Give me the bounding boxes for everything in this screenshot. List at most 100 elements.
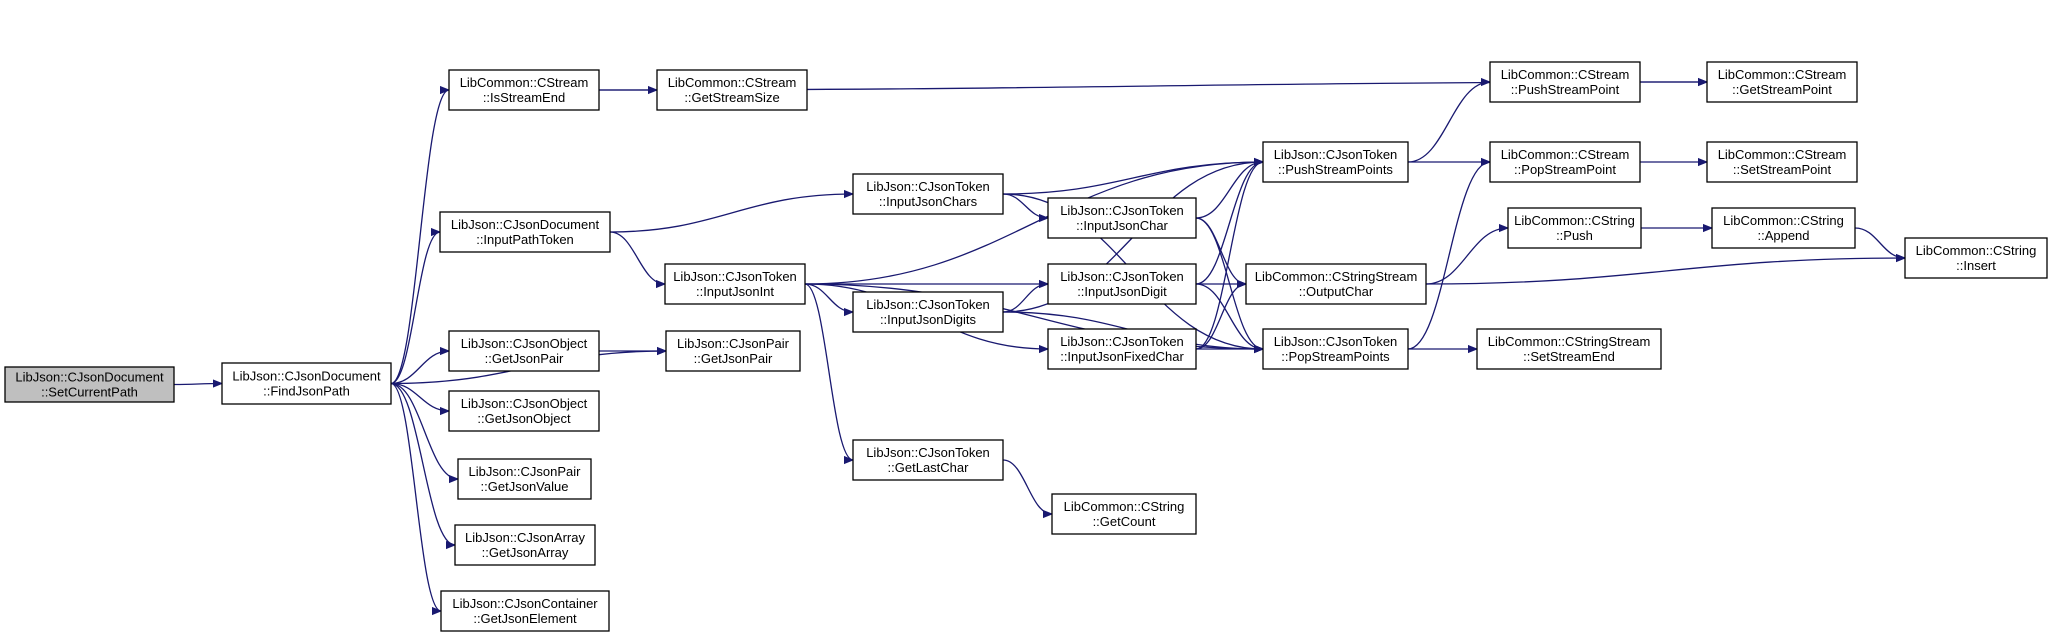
edge-string_append-to-string_insert <box>1854 227 1906 258</box>
node-box <box>448 390 600 432</box>
edge-input_json_digits-to-input_json_digit <box>1002 284 1049 313</box>
node-box <box>440 590 610 632</box>
node-get_json_value[interactable]: LibJson::CJsonPair::GetJsonValue <box>457 458 592 500</box>
node-string_append[interactable]: LibCommon::CString::Append <box>1711 207 1856 249</box>
edge-output_char-to-string_insert <box>1425 258 1905 285</box>
node-label-method: ::GetJsonPair <box>694 351 773 366</box>
edge-find_json_path-to-get_json_value <box>390 382 459 480</box>
node-push_stream_points[interactable]: LibJson::CJsonToken::PushStreamPoints <box>1262 141 1409 183</box>
edge-input_json_digit-to-pop_stream_points <box>1195 283 1264 349</box>
node-pop_stream_points[interactable]: LibJson::CJsonToken::PopStreamPoints <box>1262 328 1409 370</box>
node-label-method: ::InputJsonDigit <box>1077 284 1167 299</box>
node-label-method: ::InputJsonDigits <box>880 312 977 327</box>
node-label-method: ::GetCount <box>1093 514 1156 529</box>
node-box <box>1476 328 1662 370</box>
node-label-class: LibCommon::CString <box>1723 213 1844 228</box>
edge-pop_stream_points-to-pop_stream_point <box>1407 162 1491 350</box>
node-is_stream_end[interactable]: LibCommon::CStream::IsStreamEnd <box>448 69 600 111</box>
node-box <box>664 263 806 305</box>
node-output_char[interactable]: LibCommon::CStringStream::OutputChar <box>1245 263 1427 305</box>
node-set_current_path[interactable]: LibJson::CJsonDocument::SetCurrentPath <box>4 366 175 403</box>
node-label-class: LibJson::CJsonObject <box>461 336 588 351</box>
node-box <box>1706 141 1858 183</box>
node-label-method: ::InputJsonFixedChar <box>1060 349 1184 364</box>
node-input_json_digit[interactable]: LibJson::CJsonToken::InputJsonDigit <box>1047 263 1197 305</box>
node-box <box>665 330 801 372</box>
node-set_stream_end[interactable]: LibCommon::CStringStream::SetStreamEnd <box>1476 328 1662 370</box>
node-box <box>1706 61 1858 103</box>
node-get_json_array[interactable]: LibJson::CJsonArray::GetJsonArray <box>454 524 596 566</box>
node-box <box>457 458 592 500</box>
edge-input_path_token-to-input_json_chars <box>609 194 853 233</box>
node-input_path_token[interactable]: LibJson::CJsonDocument::InputPathToken <box>439 211 611 253</box>
node-input_json_fixed_char[interactable]: LibJson::CJsonToken::InputJsonFixedChar <box>1047 328 1197 370</box>
edge-input_json_fixed_char-to-push_stream_points <box>1195 162 1264 350</box>
node-label-method: ::InputJsonChars <box>879 194 978 209</box>
edge-set_current_path-to-find_json_path <box>173 384 222 385</box>
node-box <box>1489 61 1641 103</box>
node-get_stream_size[interactable]: LibCommon::CStream::GetStreamSize <box>656 69 808 111</box>
node-box <box>1262 328 1409 370</box>
node-get_stream_point[interactable]: LibCommon::CStream::GetStreamPoint <box>1706 61 1858 103</box>
node-label-class: LibCommon::CStream <box>1718 67 1847 82</box>
node-box <box>1262 141 1409 183</box>
node-pair_get_json_pair[interactable]: LibJson::CJsonPair::GetJsonPair <box>665 330 801 372</box>
node-label-method: ::Push <box>1556 228 1593 243</box>
edge-find_json_path-to-get_json_object <box>390 382 449 412</box>
edge-input_json_digit-to-push_stream_points <box>1195 162 1264 285</box>
node-box <box>852 173 1004 215</box>
node-label-class: LibJson::CJsonDocument <box>232 369 381 384</box>
node-label-method: ::GetJsonPair <box>485 351 564 366</box>
nodes-layer: LibJson::CJsonDocument::SetCurrentPathLi… <box>4 61 2048 632</box>
node-input_json_digits[interactable]: LibJson::CJsonToken::InputJsonDigits <box>852 291 1004 333</box>
node-input_json_char[interactable]: LibJson::CJsonToken::InputJsonChar <box>1047 197 1197 239</box>
node-label-class: LibCommon::CString <box>1514 213 1635 228</box>
node-label-class: LibJson::CJsonToken <box>1274 334 1398 349</box>
node-label-class: LibJson::CJsonArray <box>465 530 585 545</box>
edge-input_json_chars-to-input_json_char <box>1002 193 1049 218</box>
node-label-class: LibCommon::CString <box>1064 499 1185 514</box>
edge-find_json_path-to-input_path_token <box>390 232 441 385</box>
node-input_json_int[interactable]: LibJson::CJsonToken::InputJsonInt <box>664 263 806 305</box>
node-box <box>454 524 596 566</box>
node-get_json_element[interactable]: LibJson::CJsonContainer::GetJsonElement <box>440 590 610 632</box>
node-get_json_object[interactable]: LibJson::CJsonObject::GetJsonObject <box>448 390 600 432</box>
node-push_stream_point[interactable]: LibCommon::CStream::PushStreamPoint <box>1489 61 1641 103</box>
node-label-class: LibCommon::CStream <box>1501 67 1630 82</box>
node-label-class: LibJson::CJsonObject <box>461 396 588 411</box>
node-label-method: ::InputJsonInt <box>696 284 774 299</box>
node-label-method: ::GetJsonArray <box>482 545 569 560</box>
node-box <box>4 366 175 403</box>
node-box <box>1047 328 1197 370</box>
edge-input_path_token-to-input_json_int <box>609 231 666 284</box>
node-box <box>221 362 392 405</box>
node-box <box>656 69 808 111</box>
node-find_json_path[interactable]: LibJson::CJsonDocument::FindJsonPath <box>221 362 392 405</box>
node-get_last_char[interactable]: LibJson::CJsonToken::GetLastChar <box>852 439 1004 481</box>
node-label-class: LibJson::CJsonToken <box>1274 147 1398 162</box>
node-label-method: ::GetJsonElement <box>473 611 577 626</box>
node-label-method: ::PopStreamPoints <box>1281 349 1390 364</box>
node-label-class: LibCommon::CStream <box>460 75 589 90</box>
edge-push_stream_points-to-push_stream_point <box>1407 82 1490 163</box>
node-set_stream_point[interactable]: LibCommon::CStream::SetStreamPoint <box>1706 141 1858 183</box>
node-object_get_json_pair[interactable]: LibJson::CJsonObject::GetJsonPair <box>448 330 600 372</box>
edge-get_last_char-to-get_count <box>1002 459 1053 514</box>
node-label-method: ::SetStreamEnd <box>1523 349 1615 364</box>
node-box <box>852 439 1004 481</box>
node-label-method: ::InputJsonChar <box>1076 218 1168 233</box>
node-box <box>1047 197 1197 239</box>
node-string_push[interactable]: LibCommon::CString::Push <box>1507 207 1642 249</box>
node-label-class: LibCommon::CStream <box>1718 147 1847 162</box>
node-label-method: ::IsStreamEnd <box>483 90 565 105</box>
node-label-method: ::InputPathToken <box>476 232 574 247</box>
node-label-class: LibJson::CJsonToken <box>1060 334 1184 349</box>
node-box <box>1489 141 1641 183</box>
node-get_count[interactable]: LibCommon::CString::GetCount <box>1051 493 1197 535</box>
node-label-method: ::GetJsonObject <box>477 411 571 426</box>
node-label-class: LibJson::CJsonToken <box>673 269 797 284</box>
node-string_insert[interactable]: LibCommon::CString::Insert <box>1904 237 2048 279</box>
node-pop_stream_point[interactable]: LibCommon::CStream::PopStreamPoint <box>1489 141 1641 183</box>
node-input_json_chars[interactable]: LibJson::CJsonToken::InputJsonChars <box>852 173 1004 215</box>
